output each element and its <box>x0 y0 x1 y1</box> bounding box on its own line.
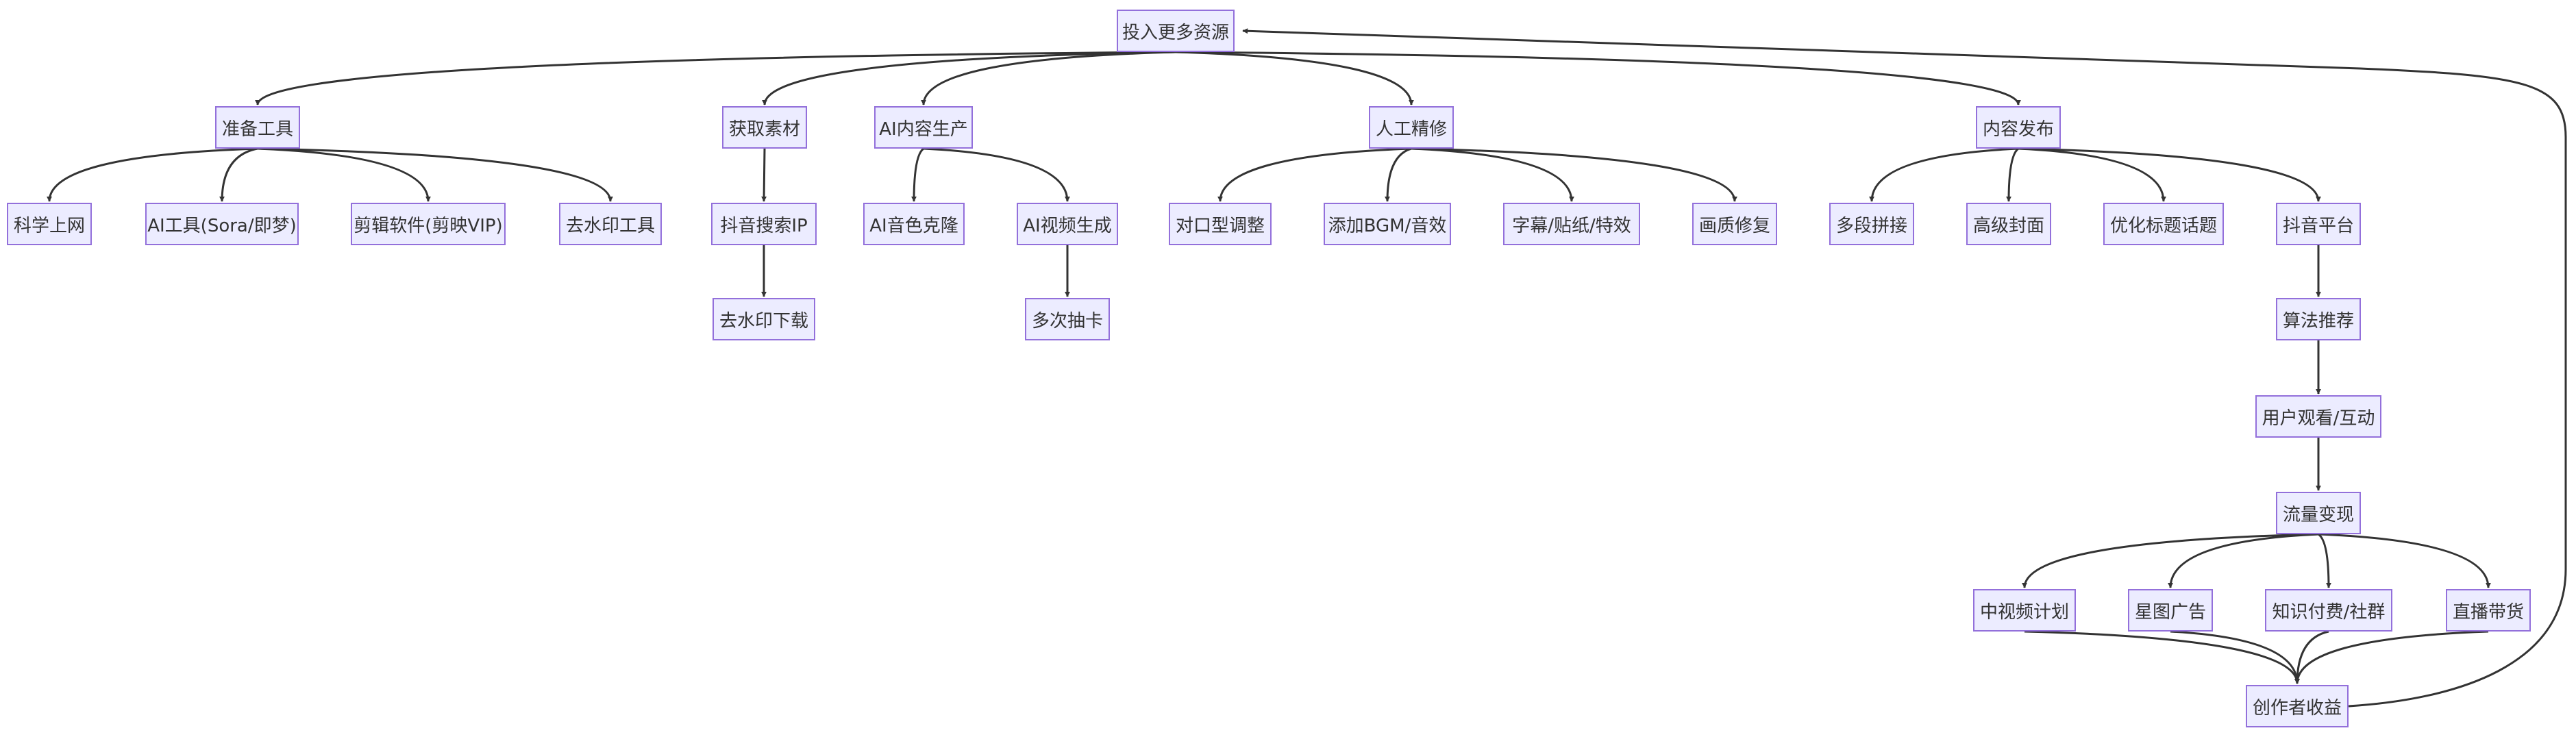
node-watermark-free-download: 去水印下载 <box>713 298 815 340</box>
node-traffic-monetization: 流量变现 <box>2276 492 2361 534</box>
edge-n2-to-n10 <box>761 148 767 202</box>
node-creator-revenue: 创作者收益 <box>2246 685 2349 727</box>
node-douyin-search-ip: 抖音搜索IP <box>711 203 817 245</box>
edge-n1-to-n9 <box>257 147 613 202</box>
node-ai-content-production: AI内容生产 <box>874 106 973 149</box>
edge-n25-to-n28 <box>2318 533 2331 588</box>
node-add-bgm-sfx: 添加BGM/音效 <box>1324 203 1451 245</box>
edge-n5-to-n22 <box>2018 147 2321 202</box>
node-invest-more-resources: 投入更多资源 <box>1117 10 1235 52</box>
edge-n5-to-n20 <box>2006 147 2020 202</box>
node-algorithm-recommend: 算法推荐 <box>2276 298 2361 340</box>
edge-n5-to-n21 <box>2018 147 2166 202</box>
node-ai-video-generation: AI视频生成 <box>1017 203 1118 245</box>
node-quality-restore: 画质修复 <box>1692 203 1777 245</box>
node-lip-sync-adjust: 对口型调整 <box>1169 203 1272 245</box>
edge-n27-to-n30 <box>2170 630 2300 684</box>
node-multi-clip-merge: 多段拼接 <box>1829 203 1914 245</box>
node-subtitles-stickers-effects: 字幕/贴纸/特效 <box>1503 203 1640 245</box>
node-prepare-tools: 准备工具 <box>215 106 300 149</box>
edge-n0-to-n1 <box>255 51 1176 105</box>
node-xingtu-ads: 星图广告 <box>2128 589 2213 632</box>
node-live-commerce: 直播带货 <box>2446 589 2531 632</box>
node-user-view-interact: 用户观看/互动 <box>2255 395 2381 438</box>
node-vpn: 科学上网 <box>7 203 92 245</box>
edge-n28-to-n30 <box>2294 630 2329 684</box>
edge-n1-to-n6 <box>47 147 258 202</box>
edge-n5-to-n19 <box>1869 147 2019 202</box>
edge-n0-to-n2 <box>762 51 1176 105</box>
edge-n25-to-n27 <box>2168 533 2319 588</box>
node-manual-refinement: 人工精修 <box>1369 106 1454 149</box>
node-ai-voice-clone: AI音色克隆 <box>863 203 965 245</box>
edge-n0-to-n4 <box>1175 51 1414 105</box>
node-multiple-draws: 多次抽卡 <box>1025 298 1110 340</box>
node-douyin-platform: 抖音平台 <box>2276 203 2361 245</box>
node-ai-tools: AI工具(Sora/即梦) <box>145 203 299 245</box>
edge-n4-to-n15 <box>1217 147 1412 202</box>
edge-n4-to-n18 <box>1411 147 1737 202</box>
edge-n1-to-n7 <box>219 147 258 202</box>
node-editing-software: 剪辑软件(剪映VIP) <box>351 203 506 245</box>
node-optimize-title-topics: 优化标题话题 <box>2103 203 2224 245</box>
edge-n29-to-n30 <box>2294 630 2489 684</box>
node-watermark-remover: 去水印工具 <box>559 203 662 245</box>
edge-n0-to-n5 <box>1175 51 2021 105</box>
node-paid-knowledge-community: 知识付费/社群 <box>2265 589 2392 632</box>
edge-n25-to-n29 <box>2318 533 2491 588</box>
edge-n30-to-n0 <box>1242 28 2567 708</box>
edge-n25-to-n26 <box>2022 533 2319 588</box>
edge-n4-to-n16 <box>1385 147 1412 202</box>
node-mid-video-plan: 中视频计划 <box>1973 589 2076 632</box>
edge-n3-to-n13 <box>923 147 1070 202</box>
node-get-materials: 获取素材 <box>722 106 807 149</box>
edge-n1-to-n8 <box>257 147 431 202</box>
edge-n3-to-n12 <box>911 147 925 202</box>
edge-n26-to-n30 <box>2024 630 2300 684</box>
edge-n0-to-n3 <box>921 51 1176 105</box>
node-content-publish: 内容发布 <box>1976 106 2061 149</box>
edge-n4-to-n17 <box>1411 147 1574 202</box>
node-premium-cover: 高级封面 <box>1966 203 2051 245</box>
